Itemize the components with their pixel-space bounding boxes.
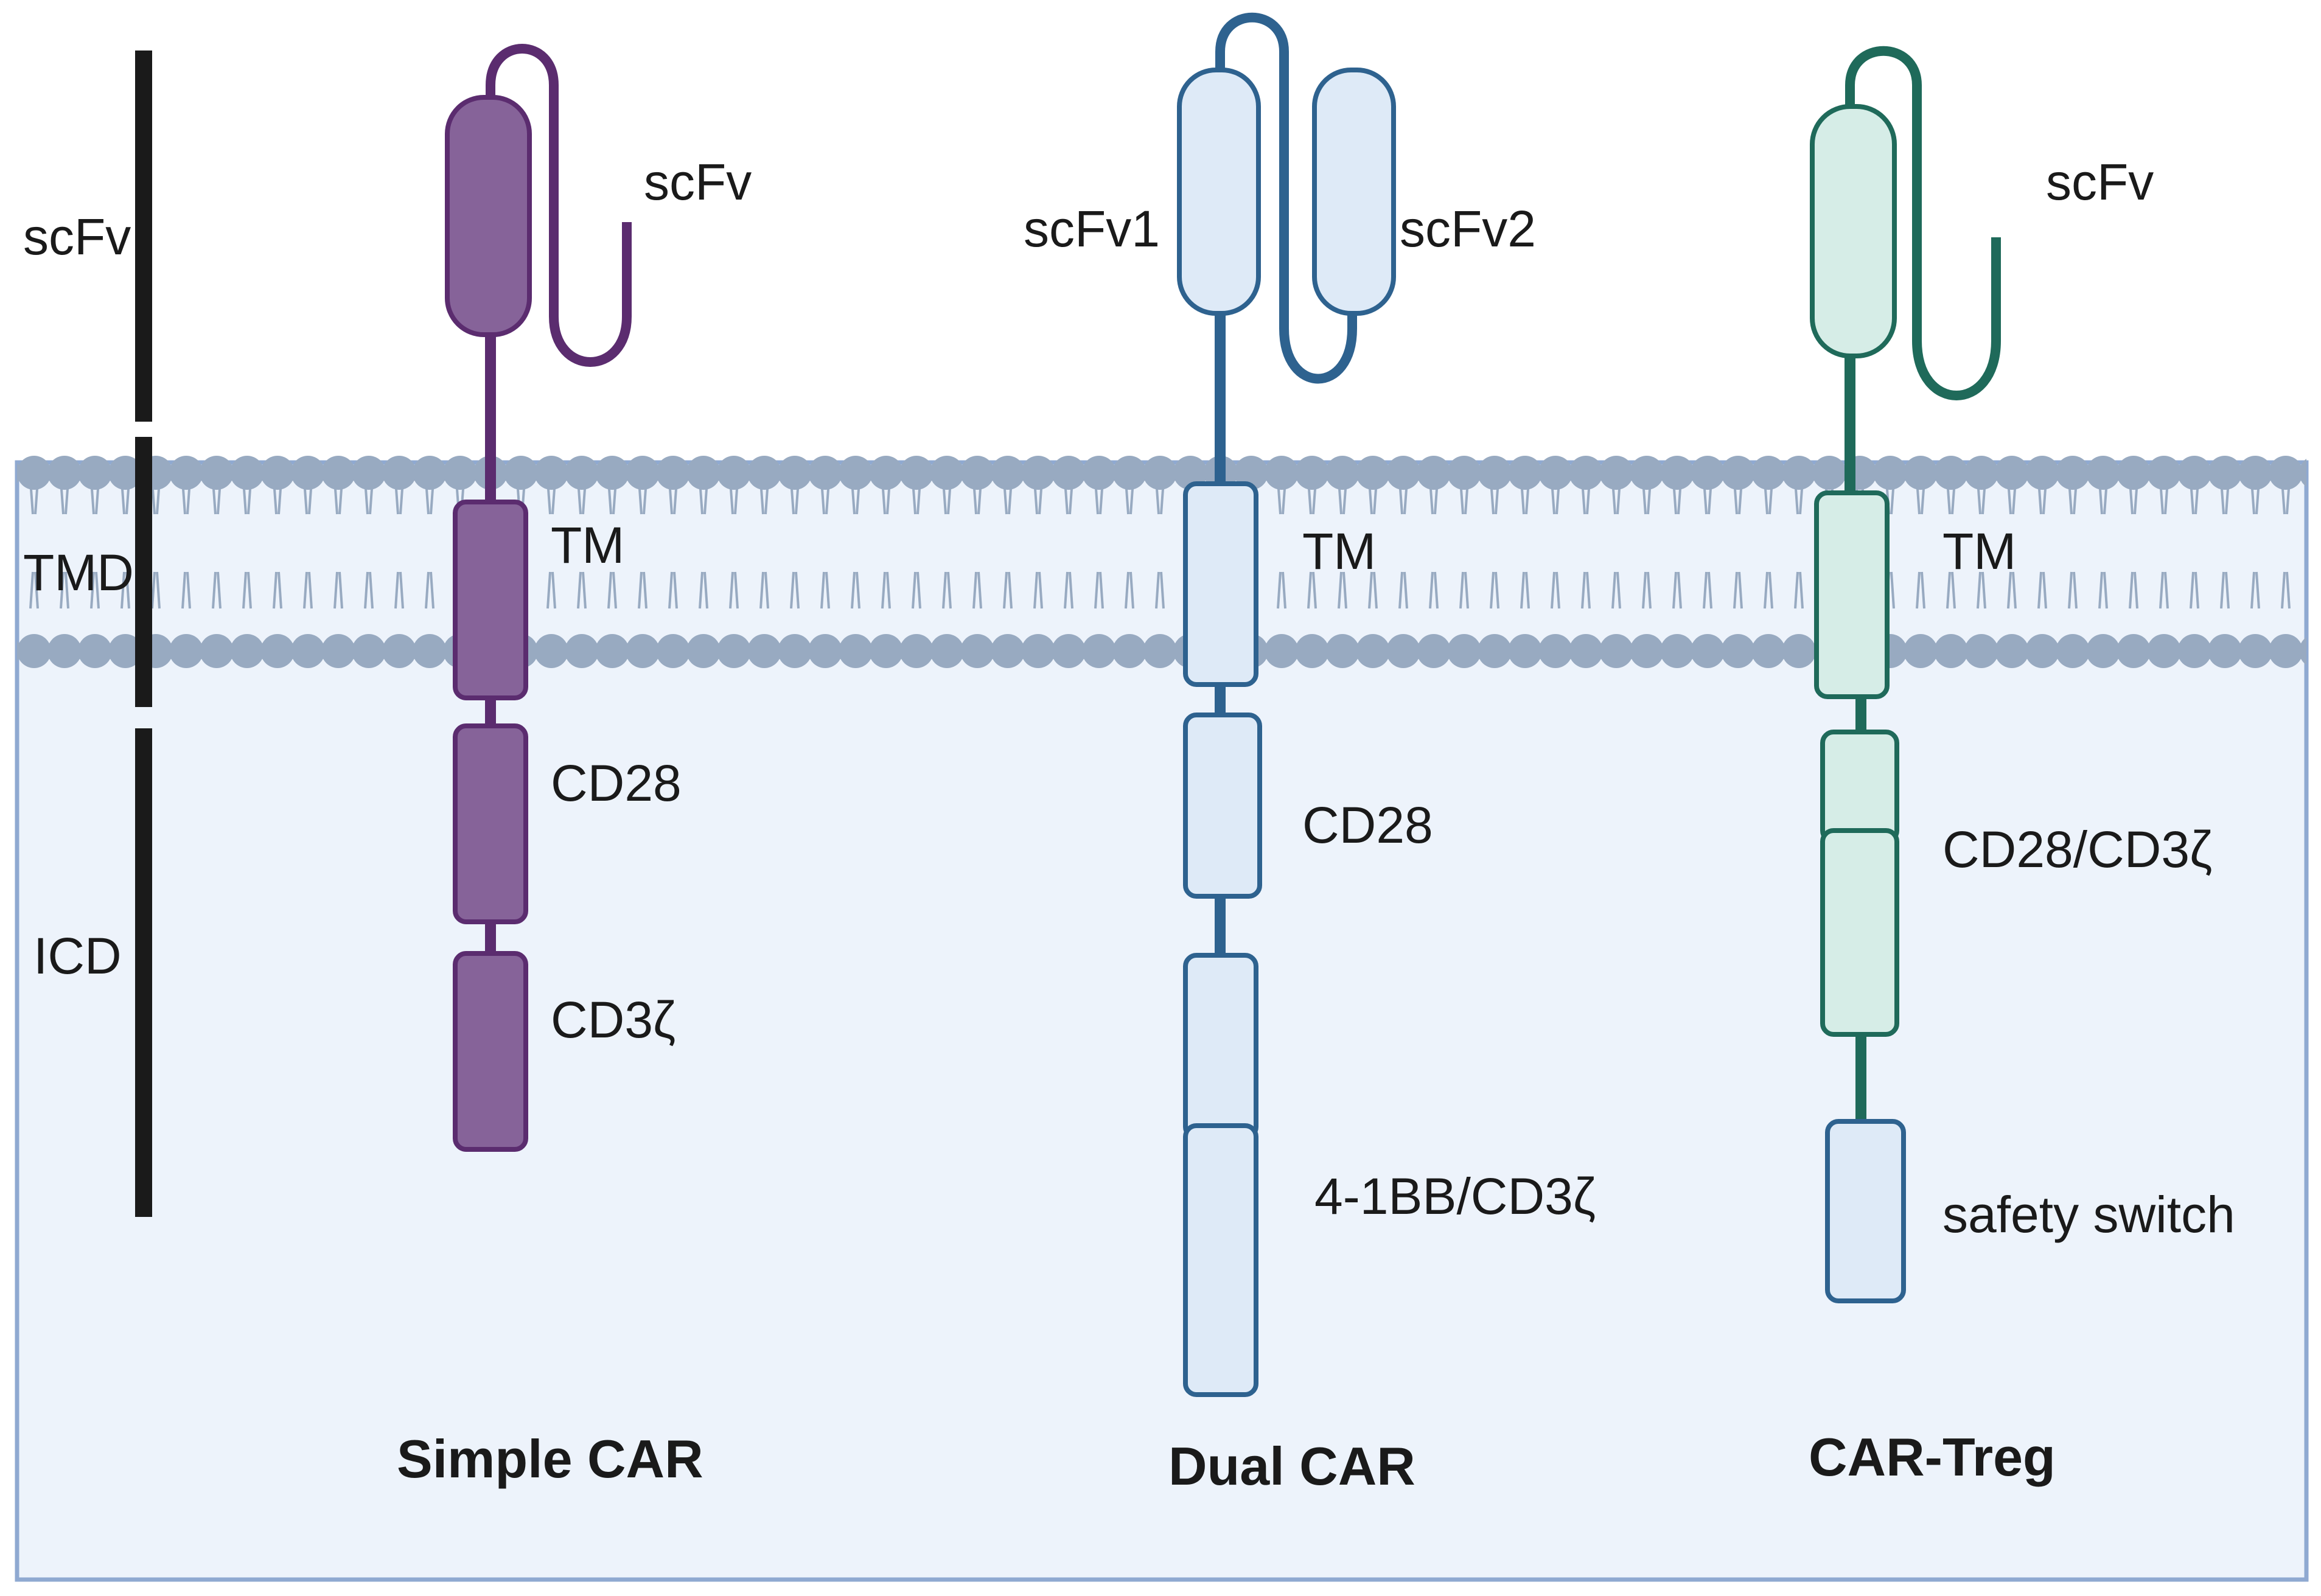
dual-car-scfv-loop [1215, 12, 1357, 384]
tmd-region-bar [135, 437, 152, 707]
car-treg-signal-label: CD28/CD3ζ [1942, 821, 2212, 878]
car-treg-scfv-domain [1810, 104, 1897, 358]
tmd-region-label: TMD [23, 544, 134, 601]
dual-car-41bb-domain [1183, 953, 1258, 1140]
simple-car-cd3z-label: CD3ζ [551, 991, 675, 1048]
simple-car-cd28-domain [453, 723, 528, 924]
dual-car-tm-label: TM [1302, 523, 1376, 580]
dual-car-signal-label: 4-1BB/CD3ζ [1314, 1168, 1596, 1225]
cell-membrane [17, 450, 2306, 669]
car-treg-switch-label: safety switch [1942, 1186, 2235, 1243]
simple-car-cd28-label: CD28 [551, 754, 682, 812]
dual-car: scFv1 scFv2 TM CD28 4-1BB/CD3ζ Dual CAR [1024, 12, 1596, 1496]
car-treg-cd28-domain [1820, 730, 1899, 844]
icd-region-label: ICD [33, 927, 122, 984]
car-treg-title: CAR-Treg [1809, 1427, 2056, 1487]
dual-car-tm-domain [1183, 481, 1258, 687]
dual-car-scfv1-domain [1177, 68, 1261, 316]
car-treg-scfv-label: scFv [2046, 153, 2154, 211]
simple-car-scfv-loop [486, 44, 632, 367]
simple-car-scfv-label: scFv [644, 153, 752, 211]
dual-car-title: Dual CAR [1168, 1436, 1415, 1496]
simple-car: scFv TM CD28 CD3ζ Simple CAR [397, 44, 752, 1489]
dual-car-cd3z-domain [1183, 1123, 1258, 1397]
car-treg: scFv TM CD28/CD3ζ safety switch CAR-Treg [1809, 46, 2235, 1487]
car-treg-scfv-loop [1845, 46, 2001, 400]
simple-car-tm-domain [453, 500, 528, 700]
dual-car-cd28-domain [1183, 713, 1262, 899]
dual-car-scfv1-label: scFv1 [1024, 200, 1160, 257]
simple-car-scfv-domain [445, 95, 532, 337]
dual-car-scfv2-label: scFv2 [1400, 200, 1536, 257]
simple-car-title: Simple CAR [397, 1429, 703, 1489]
dual-car-scfv2-domain [1312, 68, 1396, 316]
scfv-region-bar [135, 51, 152, 422]
car-treg-tm-label: TM [1942, 523, 2016, 580]
simple-car-tm-label: TM [551, 517, 624, 574]
dual-car-cd28-label: CD28 [1302, 796, 1433, 854]
simple-car-cd3z-domain [453, 951, 528, 1152]
icd-region-bar [135, 728, 152, 1217]
car-treg-tm-domain [1814, 490, 1890, 699]
car-treg-cd3z-domain [1820, 828, 1899, 1037]
car-treg-safety-switch-domain [1825, 1119, 1906, 1303]
scfv-region-label: scFv [23, 208, 131, 265]
